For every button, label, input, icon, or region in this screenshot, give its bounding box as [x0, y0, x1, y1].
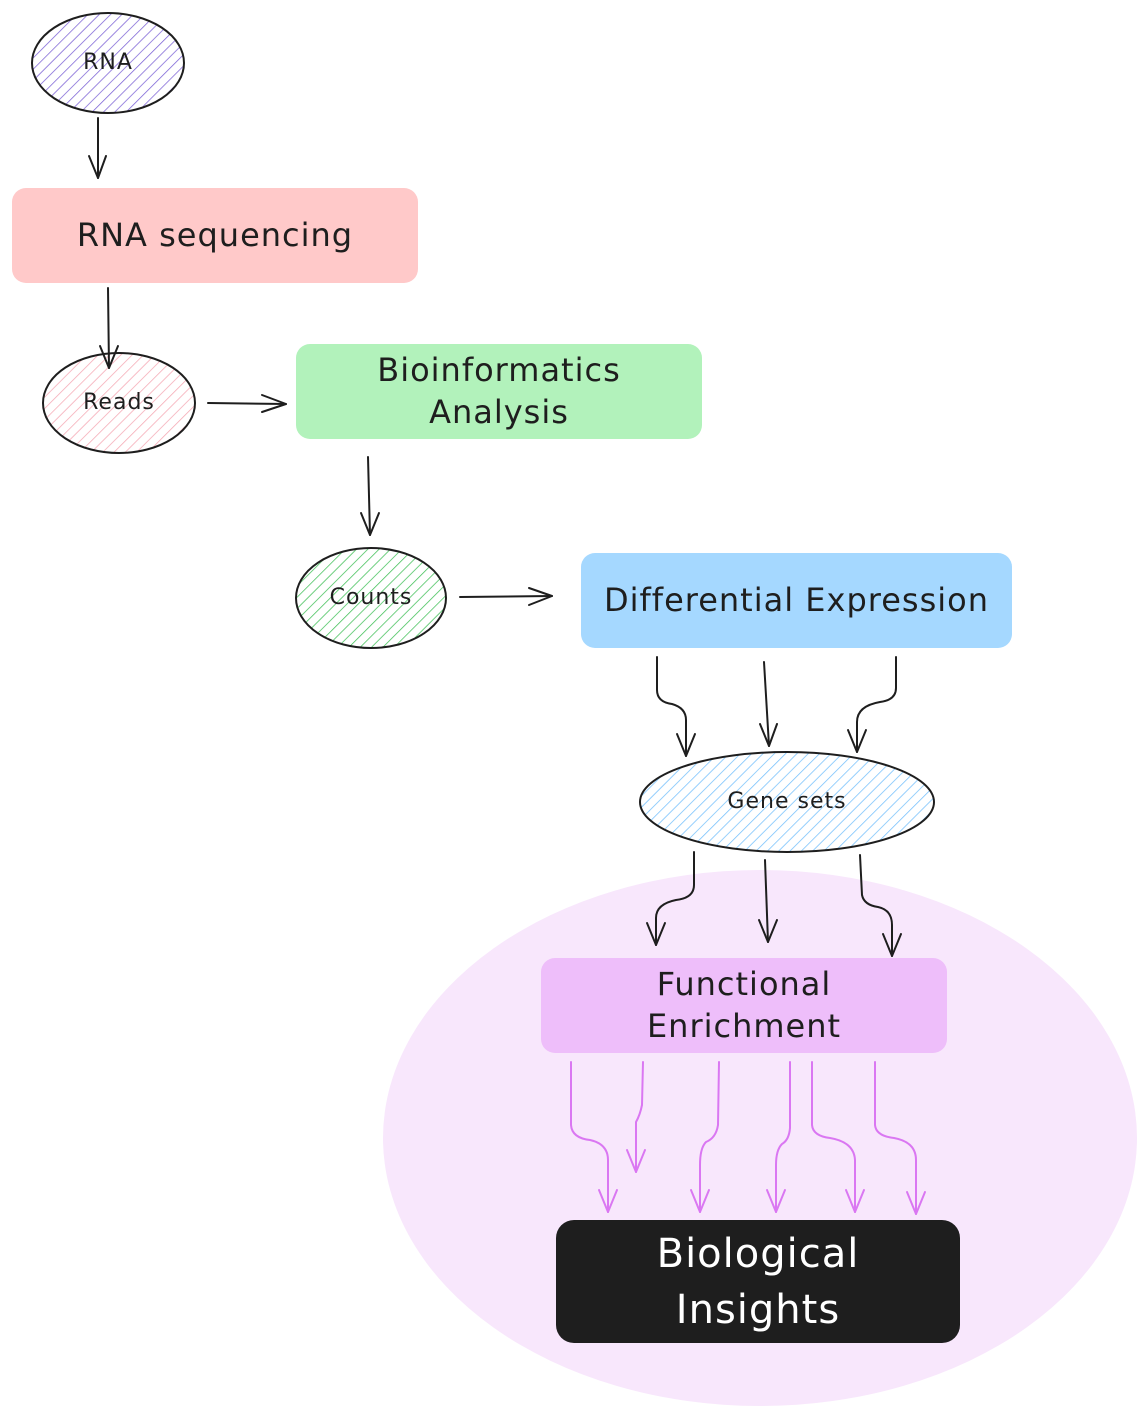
arrow-reads-to-bioinformatics-head: [261, 394, 287, 413]
pink-arrow-1-head: [598, 1189, 618, 1213]
pink-arrow-5: [811, 1061, 856, 1213]
rna-sequencing-box[interactable]: [12, 188, 418, 283]
arrow-genes-to-enrichment-left-head: [646, 922, 666, 946]
functional-enrichment-box[interactable]: [541, 958, 947, 1053]
arrow-genes-to-enrichment-middle: [764, 859, 769, 943]
pink-arrow-6: [874, 1061, 917, 1215]
pink-arrow-5-head: [845, 1189, 865, 1213]
arrow-sequencing-to-reads: [107, 287, 110, 369]
pink-arrow-4: [775, 1061, 791, 1213]
arrow-sequencing-to-reads-head: [99, 345, 119, 369]
arrow-differential-to-genes-left-head: [676, 733, 696, 757]
pink-arrow-3-head: [690, 1189, 710, 1213]
arrow-differential-to-genes-middle: [763, 661, 770, 747]
gene-sets-node[interactable]: [639, 751, 935, 853]
arrow-differential-to-genes-left: [656, 656, 687, 757]
arrow-genes-to-enrichment-middle-head: [758, 919, 778, 943]
counts-node[interactable]: [295, 547, 447, 649]
pink-arrow-1: [570, 1061, 609, 1213]
arrow-counts-to-differential: [459, 595, 553, 598]
arrow-genes-to-enrichment-right: [859, 854, 893, 957]
bioinformatics-box[interactable]: [296, 344, 702, 439]
arrow-genes-to-enrichment-left: [655, 851, 695, 946]
pink-arrow-3: [699, 1061, 720, 1213]
arrow-differential-to-genes-right-head: [847, 729, 867, 753]
pink-arrow-4-head: [766, 1189, 786, 1213]
biological-insights-box[interactable]: [556, 1220, 960, 1343]
arrow-counts-to-differential-head: [528, 587, 553, 606]
arrow-reads-to-bioinformatics: [207, 402, 287, 405]
pink-arrow-2-head: [626, 1149, 646, 1173]
rna-node[interactable]: [31, 12, 185, 114]
pink-arrow-2: [635, 1061, 644, 1173]
pink-arrow-6-head: [906, 1191, 926, 1215]
enrichment-connector-group: [570, 1061, 926, 1215]
differential-expression-box[interactable]: [581, 553, 1012, 648]
connector-group: [88, 117, 902, 957]
reads-node[interactable]: [42, 352, 196, 454]
arrow-differential-to-genes-right: [856, 656, 897, 753]
arrow-genes-to-enrichment-right-head: [882, 933, 902, 957]
arrow-bioinformatics-to-counts: [367, 456, 371, 536]
arrow-bioinformatics-to-counts-head: [360, 512, 380, 536]
arrow-differential-to-genes-middle-head: [759, 723, 778, 747]
arrow-rna-to-sequencing-head: [88, 155, 107, 179]
